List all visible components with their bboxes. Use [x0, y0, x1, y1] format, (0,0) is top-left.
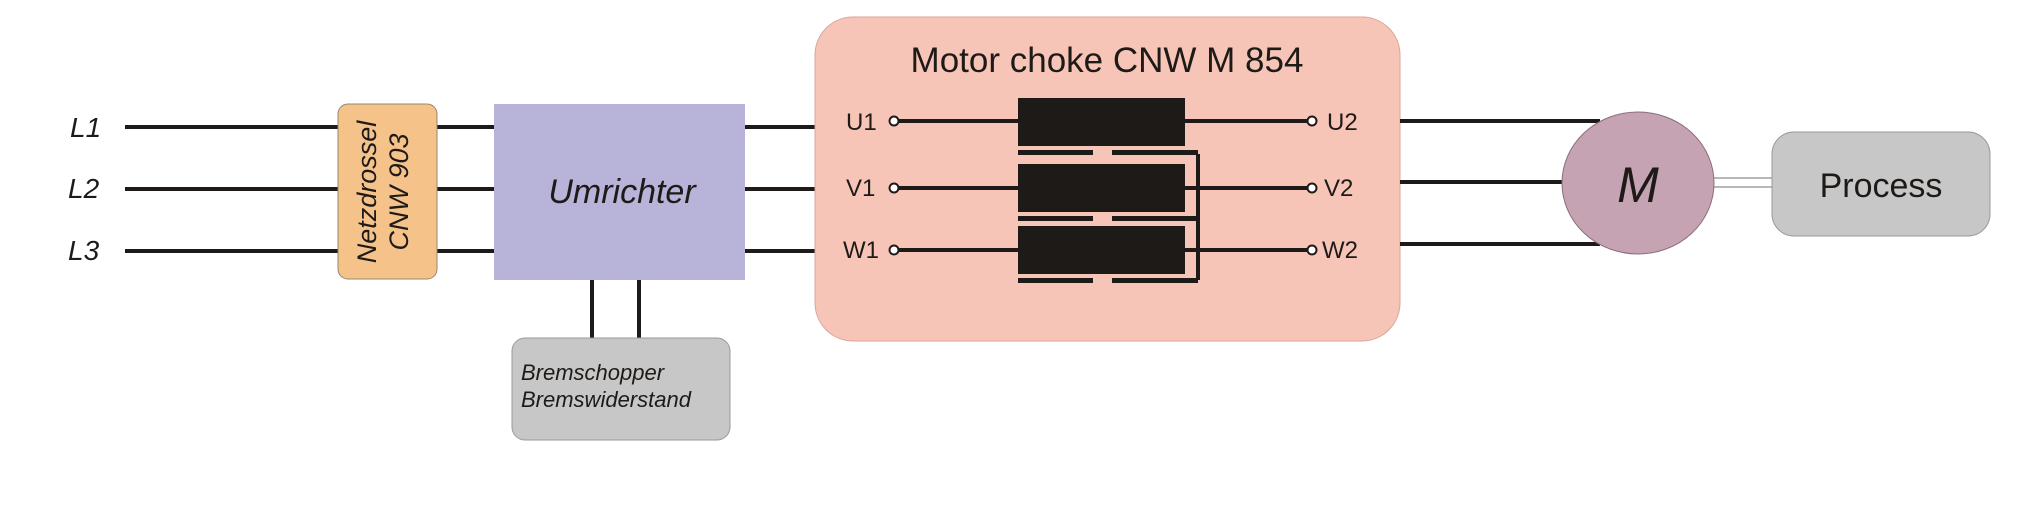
process-label: Process	[1820, 167, 1943, 205]
netzdrossel-type: CNW 903	[384, 133, 414, 250]
umrichter-label: Umrichter	[548, 173, 697, 211]
motor-block: M	[1561, 111, 1715, 255]
motor-shaft	[1712, 177, 1773, 188]
netzdrossel-block: Netzdrossel CNW 903	[337, 103, 438, 280]
motor-label: M	[1617, 157, 1659, 213]
motor-lines	[1400, 119, 1600, 246]
terminal-u2: U2	[1327, 109, 1358, 136]
terminal-v2: V2	[1324, 175, 1353, 202]
brake-connection	[590, 280, 641, 340]
choke-terminals	[888, 115, 1318, 256]
terminal-w2: W2	[1322, 237, 1358, 264]
process-block: Process	[1771, 131, 1991, 237]
choke-core	[1018, 98, 1198, 283]
motor-choke-block: Motor choke CNW M 854 U1 V1 W1 U2 V2 W2	[814, 16, 1401, 342]
process-box	[1771, 131, 1991, 237]
phase-label-l2: L2	[68, 173, 100, 204]
phase-label-l3: L3	[68, 235, 100, 266]
netzdrossel-box	[337, 103, 438, 280]
inverter-output-lines	[745, 125, 815, 253]
terminal-w1: W1	[843, 237, 879, 264]
umrichter-block: Umrichter	[494, 104, 745, 280]
brake-box	[511, 337, 731, 441]
brake-block: Bremschopper Bremswiderstand	[511, 337, 731, 441]
phase-label-l1: L1	[70, 112, 101, 143]
terminal-v1: V1	[846, 175, 875, 202]
terminal-u1: U1	[846, 109, 877, 136]
umrichter-box	[494, 104, 745, 280]
motor-choke-title: Motor choke CNW M 854	[911, 41, 1304, 80]
brake-label-resistor: Bremswiderstand	[521, 387, 692, 412]
netzdrossel-label: Netzdrossel	[352, 120, 382, 264]
brake-label-chopper: Bremschopper	[521, 360, 666, 385]
mains-lines	[125, 125, 494, 253]
motor-circle	[1561, 111, 1715, 255]
